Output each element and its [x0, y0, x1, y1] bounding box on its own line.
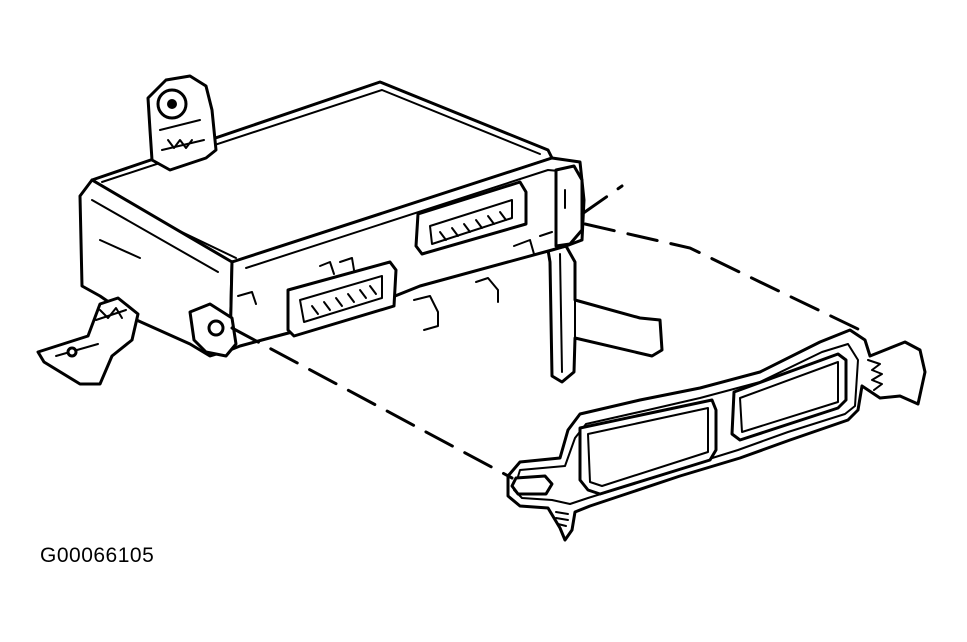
top-mounting-tab	[146, 74, 218, 172]
control-module	[78, 80, 586, 358]
mounting-bracket	[506, 244, 927, 542]
bottom-mounting-tab	[36, 296, 140, 386]
alignment-lines	[230, 184, 862, 480]
figure-id-label: G00066105	[40, 544, 155, 567]
